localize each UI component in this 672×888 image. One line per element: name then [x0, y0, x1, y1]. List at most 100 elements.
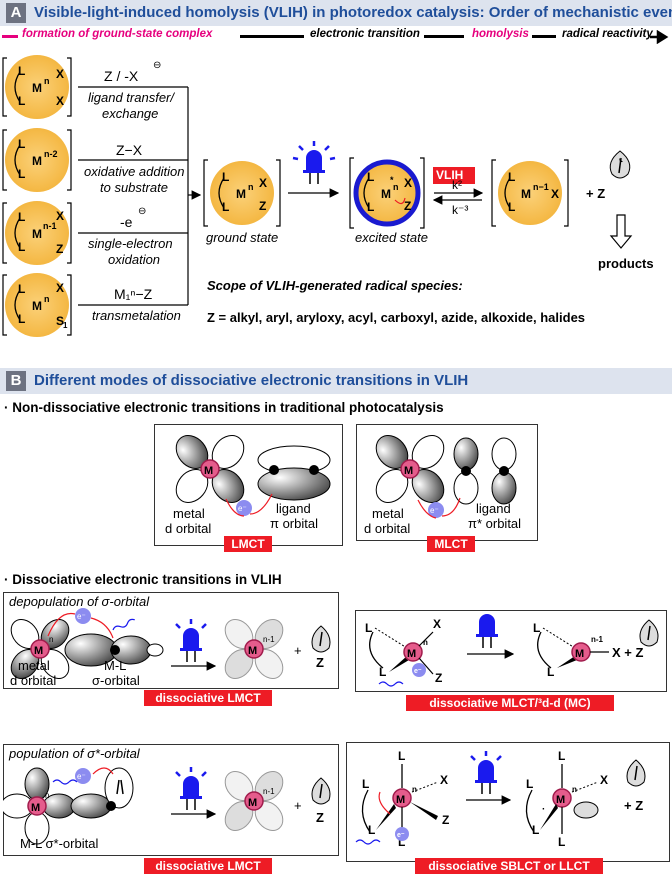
k2-label: k²: [452, 178, 462, 192]
svg-text:M: M: [575, 648, 584, 660]
timeline: formation of ground-state complex electr…: [0, 28, 672, 44]
svg-text:*: *: [390, 175, 394, 185]
complex-2: [2, 128, 72, 192]
led-icon-p2: [476, 614, 498, 648]
svg-text:X: X: [551, 187, 559, 201]
led-icon-p1: [175, 619, 207, 662]
svg-text:M: M: [31, 802, 40, 814]
lmct-tag: LMCT: [224, 536, 272, 552]
plus-z-label: + Z: [586, 186, 606, 201]
mlct-orbital-diagram: M e⁻: [375, 435, 517, 519]
route2-reagent: Z−X: [116, 142, 143, 158]
svg-text:e⁻: e⁻: [77, 772, 86, 781]
svg-text:L: L: [558, 835, 565, 849]
timeline-step-1: formation of ground-state complex: [22, 28, 213, 40]
panel-3-ml-orbital: M-L σ*-orbital: [20, 836, 99, 851]
timeline-step-3: homolysis: [472, 28, 529, 40]
svg-text:X: X: [56, 281, 64, 295]
panel-4-diagram: L L L M n X Z L e⁻ L L L · M n: [355, 749, 646, 849]
svg-text:n: n: [412, 785, 417, 794]
svg-text:L: L: [398, 749, 405, 763]
svg-text:n-1: n-1: [591, 635, 604, 644]
svg-text:L: L: [379, 665, 386, 679]
route2-label-1: oxidative addition: [84, 164, 185, 179]
svg-text:n: n: [393, 182, 399, 192]
panel-1-plus: +: [294, 643, 302, 658]
svg-text:M: M: [204, 465, 213, 477]
svg-text:M: M: [404, 465, 413, 477]
route3-label-1: single-electron: [88, 236, 173, 251]
svg-text:n-2: n-2: [44, 149, 58, 159]
svg-text:X: X: [56, 67, 64, 81]
led-icon-p4: [470, 751, 502, 794]
svg-text:·: ·: [542, 804, 545, 815]
panel-4-tag: dissociative SBLCT or LLCT: [415, 858, 603, 874]
svg-text:e⁻: e⁻: [238, 504, 247, 513]
svg-text:Z: Z: [435, 671, 442, 685]
panel-3-diagram: M n e⁻ M n-1: [3, 767, 331, 845]
svg-text:L: L: [368, 823, 375, 837]
svg-text:X: X: [56, 209, 64, 223]
scope-title: Scope of VLIH-generated radical species:: [207, 278, 463, 293]
panel-3-title: population of σ*-orbital: [9, 746, 140, 761]
ground-state-label: ground state: [206, 230, 279, 245]
svg-text:X: X: [440, 773, 448, 787]
svg-text:L: L: [367, 170, 374, 184]
svg-text:Z: Z: [404, 199, 411, 213]
section-a-title: Visible-light-induced homolysis (VLIH) i…: [34, 4, 672, 21]
route3-charge: ⊖: [138, 206, 147, 217]
svg-text:L: L: [508, 200, 515, 214]
panel-2-right: X + Z: [612, 645, 644, 660]
svg-text:L: L: [18, 94, 25, 108]
svg-text:X: X: [56, 94, 64, 108]
svg-text:L: L: [398, 835, 405, 849]
route4-label-1: transmetalation: [92, 308, 181, 323]
route1-label-1: ligand transfer/: [88, 90, 174, 105]
svg-text:L: L: [558, 749, 565, 763]
svg-text:n-1: n-1: [43, 221, 57, 231]
svg-text:L: L: [547, 665, 554, 679]
panel-3-tag: dissociative LMCT: [144, 858, 272, 874]
dissociative-title: · Dissociative electronic transitions in…: [4, 572, 282, 587]
panel-1-tag: dissociative LMCT: [144, 690, 272, 706]
svg-text:L: L: [18, 240, 25, 254]
mlct-metal-orbital: d orbital: [364, 521, 411, 536]
svg-text:L: L: [532, 823, 539, 837]
route3-label-2: oxidation: [108, 252, 161, 267]
panel-1-z: Z: [316, 655, 324, 670]
svg-text:L: L: [367, 200, 374, 214]
complex-4: [2, 273, 72, 337]
lmct-metal-orbital: d orbital: [165, 521, 212, 536]
panel-3-plus: +: [294, 798, 302, 813]
svg-text:1: 1: [63, 321, 68, 330]
svg-text:n: n: [44, 76, 50, 86]
route1-label-2: exchange: [102, 106, 159, 121]
led-icon-p3: [175, 767, 207, 810]
svg-text:n: n: [248, 182, 254, 192]
panel-1-metal: metal: [18, 658, 50, 673]
svg-text:Z: Z: [259, 199, 266, 213]
svg-text:M: M: [521, 187, 531, 201]
svg-text:e⁻: e⁻: [414, 668, 422, 675]
panel-2-tag: dissociative MLCT/³d-d (MC): [406, 695, 614, 711]
svg-text:L: L: [362, 777, 369, 791]
nondissociative-title: · Non-dissociative electronic transition…: [4, 400, 444, 415]
panel-2-diagram: L L M n X Z e⁻ L L M n-1: [365, 614, 659, 687]
svg-text:n: n: [423, 638, 428, 647]
panel-1-ml: M-L: [104, 658, 127, 673]
k-3-label: k⁻³: [452, 203, 469, 217]
section-a-badge: A: [6, 3, 26, 23]
svg-text:M: M: [556, 794, 565, 806]
svg-text:n: n: [572, 785, 577, 794]
mlct-ligand: ligand: [476, 501, 511, 516]
lmct-ligand-orbital: π orbital: [270, 516, 318, 531]
svg-text:M: M: [396, 794, 405, 806]
scope-list: Z = alkyl, aryl, aryloxy, acyl, carboxyl…: [207, 310, 586, 325]
svg-text:L: L: [18, 210, 25, 224]
lmct-metal: metal: [173, 506, 205, 521]
svg-text:M: M: [381, 187, 391, 201]
mlct-tag: MLCT: [427, 536, 475, 552]
